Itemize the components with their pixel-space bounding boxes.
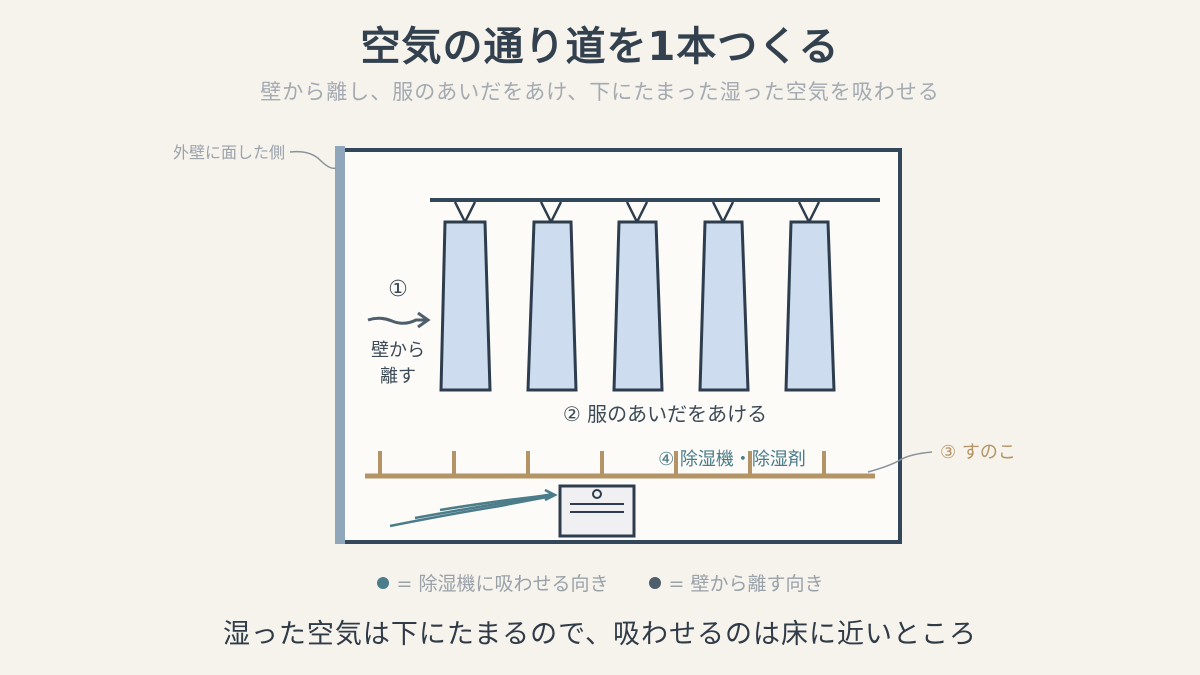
garment (784, 201, 836, 392)
legend: = 除湿機に吸わせる向き = 壁から離す向き (0, 569, 1200, 596)
sunoko (365, 451, 875, 479)
legend-text: = 壁から離す向き (668, 573, 824, 595)
wall-label: 外壁に面した側 (173, 143, 285, 162)
legend-text: = 除湿機に吸わせる向き (396, 573, 609, 595)
legend-item-dehumidifier: = 除湿機に吸わせる向き (376, 569, 609, 596)
legend-dot-slate (648, 576, 661, 589)
step1-label-line2: 離す (380, 366, 416, 387)
garment (526, 201, 578, 392)
garment (612, 201, 664, 392)
garment (439, 201, 492, 392)
exterior-wall (335, 146, 345, 544)
step4-label: ④ 除湿機・除湿剤 (658, 449, 806, 470)
legend-item-wall: = 壁から離す向き (648, 569, 824, 596)
step1-number: ① (388, 277, 408, 302)
page-title: 空気の通り道を1本つくる (360, 24, 840, 70)
garments (439, 201, 836, 392)
wall-callout-line (289, 150, 337, 170)
step1-label-line1: 壁から (371, 340, 425, 361)
page-subtitle: 壁から離し、服のあいだをあけ、下にたまった湿った空気を吸わせる (260, 80, 940, 104)
sunoko-callout-line (867, 451, 933, 473)
step3-label: ③ すのこ (940, 442, 1016, 463)
footer-note: 湿った空気は下にたまるので、吸わせるのは床に近いところ (222, 619, 978, 650)
dehumidifier (558, 484, 636, 538)
step2-label: ② 服のあいだをあける (563, 402, 767, 426)
wall-distance-arrow (367, 311, 431, 329)
airflow-arrows (389, 488, 558, 528)
garment (698, 201, 750, 392)
legend-dot-teal (376, 576, 389, 589)
